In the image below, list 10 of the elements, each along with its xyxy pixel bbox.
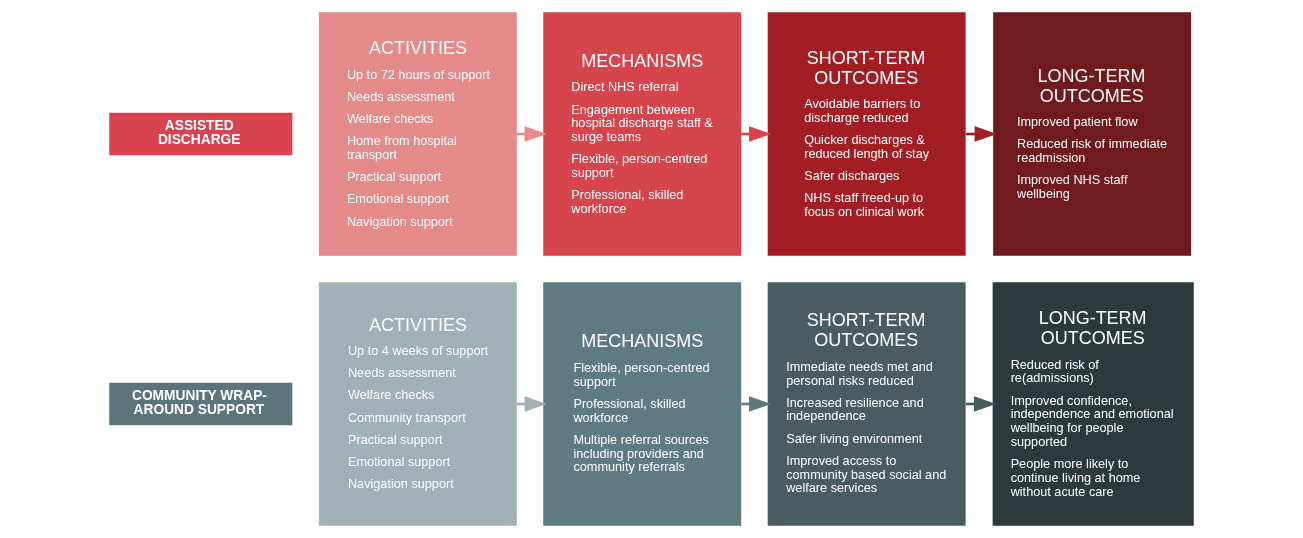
node-box: COMMUNITY WRAP-AROUND SUPPORT	[109, 382, 293, 426]
node-box: SHORT-TERM OUTCOMES Avoidable barriers to discharge reduced Quicker discharges & reduced length of stay Safer discharges NHS staff freed-up to focus on clinical work	[767, 12, 966, 256]
node-box: ASSISTED DISCHARGE	[109, 112, 293, 156]
node-box: LONG-TERM OUTCOMES Reduced risk of re(admissions) Improved confidence, independence and emotional wellbeing for people supported People more likely to continue living at home without acute care	[992, 282, 1194, 526]
node-box: SHORT-TERM OUTCOMES Immediate needs met and personal risks reduced Increased resilience and independence Safer living environment Improved access to community based social and welfare services	[767, 282, 966, 526]
node-box: LONG-TERM OUTCOMES Improved patient flow Reduced risk of immediate readmission Improved NHS staff wellbeing	[993, 12, 1192, 256]
node-box: ACTIVITIES Up to 72 hours of support Needs assessment Welfare checks Home from hospital transport Practical support Emotional support Navigation support	[318, 12, 517, 256]
node-box: ACTIVITIES Up to 4 weeks of support Needs assessment Welfare checks Community transport Practical support Emotional support Navigation support	[318, 282, 517, 526]
node-box: MECHANISMS Direct NHS referral Engagement between hospital discharge staff & surge teams Flexible, person-centred support Professional, skilled workforce	[543, 12, 742, 256]
node-box: MECHANISMS Flexible, person-centred support Professional, skilled workforce Multiple referral sources including providers and community referrals	[543, 282, 742, 526]
